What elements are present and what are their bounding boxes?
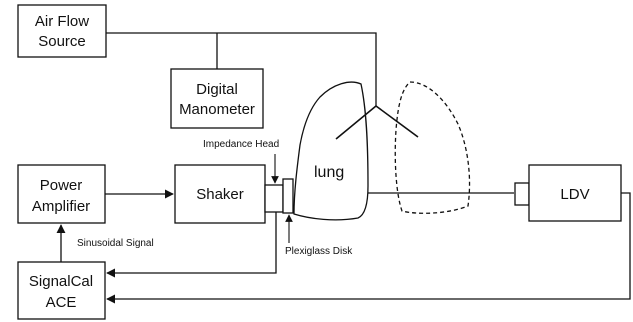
signalcal-ace-box: SignalCal ACE xyxy=(17,261,106,320)
digital-manometer-label-line2: Manometer xyxy=(179,101,255,118)
digital-manometer-label-line1: Digital xyxy=(196,81,238,98)
impedance-feedback-line xyxy=(106,212,277,278)
plexiglass-disk-block xyxy=(282,178,294,214)
shaker-box: Shaker xyxy=(174,164,266,224)
signalcal-ace-label-line1: SignalCal xyxy=(29,273,93,290)
ldv-label: LDV xyxy=(560,186,589,203)
shaker-label: Shaker xyxy=(196,186,244,203)
digital-manometer-box: Digital Manometer xyxy=(170,68,264,129)
bronchus-y xyxy=(335,105,419,140)
air-flow-source-box: Air Flow Source xyxy=(17,4,107,58)
power-amplifier-box: Power Amplifier xyxy=(17,164,106,224)
impedance-head-label: Impedance Head xyxy=(203,139,279,150)
power-amplifier-label-line2: Amplifier xyxy=(32,198,90,215)
ldv-feedback-line xyxy=(106,192,631,304)
power-amplifier-label-line1: Power xyxy=(40,177,83,194)
impedance-head-block xyxy=(264,184,284,213)
lung-shape xyxy=(293,81,369,221)
signalcal-ace-label-line2: ACE xyxy=(46,294,77,311)
lung-label: lung xyxy=(314,164,344,181)
plexiglass-disk-label: Plexiglass Disk xyxy=(285,246,353,257)
air-flow-source-label-line1: Air Flow xyxy=(35,13,89,30)
air-line xyxy=(106,32,377,106)
ldv-box: LDV xyxy=(514,164,622,222)
sinusoidal-signal-label: Sinusoidal Signal xyxy=(77,238,154,249)
air-flow-source-label-line2: Source xyxy=(38,33,86,50)
